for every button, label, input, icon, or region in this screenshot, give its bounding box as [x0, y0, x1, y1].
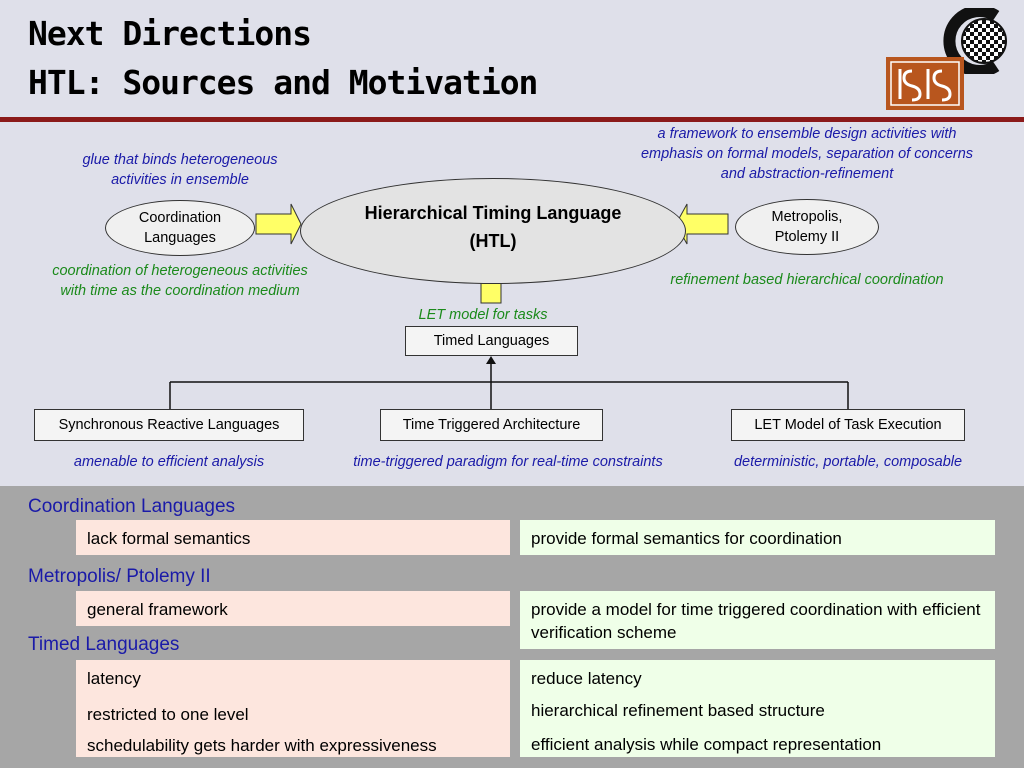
section-heading-metropolis: Metropolis/ Ptolemy II — [28, 566, 211, 587]
note-framework: a framework to ensemble design activitie… — [598, 124, 1016, 184]
htl-node: Hierarchical Timing Language (HTL) — [300, 178, 686, 284]
title-divider — [0, 117, 1024, 122]
coordination-line-1: Coordination — [138, 210, 222, 226]
note-coordination-line-1: coordination of heterogeneous activities — [52, 263, 308, 279]
note-glue: glue that binds heterogeneous activities… — [40, 150, 320, 190]
note-coordination-line-2: with time as the coordination medium — [60, 283, 300, 299]
timed-languages-box: Timed Languages — [405, 326, 578, 356]
section-heading-timed: Timed Languages — [28, 634, 180, 655]
note-coordination-medium: coordination of heterogeneous activities… — [20, 261, 340, 301]
right-arrow-icon — [255, 203, 302, 245]
row-3-benefit: reduce latency — [520, 660, 995, 695]
row-2-limitation: general framework — [76, 591, 510, 626]
row-4-5-limitation-box: restricted to one level schedulability g… — [76, 695, 510, 757]
row-5-limitation: schedulability gets harder with expressi… — [87, 736, 437, 755]
slide-title-line-1: Next Directions — [28, 14, 312, 53]
row-1-limitation: lack formal semantics — [76, 520, 510, 555]
metropolis-line-2: Ptolemy II — [774, 229, 840, 245]
section-heading-coordination: Coordination Languages — [28, 496, 236, 517]
note-let-tasks: LET model for tasks — [418, 307, 548, 323]
note-amenable: amenable to efficient analysis — [73, 454, 265, 470]
slide-title-line-2: HTL: Sources and Motivation — [28, 63, 538, 102]
metropolis-line-1: Metropolis, — [771, 209, 843, 225]
row-4-limitation: restricted to one level — [87, 705, 249, 724]
metropolis-ptolemy-node: Metropolis, Ptolemy II — [735, 199, 879, 255]
tree-arrowhead-icon — [486, 356, 496, 364]
time-triggered-box: Time Triggered Architecture — [380, 409, 603, 441]
row-5-benefit: efficient analysis while compact represe… — [531, 735, 882, 754]
synchronous-reactive-box: Synchronous Reactive Languages — [34, 409, 304, 441]
coordination-languages-node: Coordination Languages — [105, 200, 255, 256]
row-4-benefit: hierarchical refinement based structure — [531, 701, 825, 720]
htl-title-line-1: Hierarchical Timing Language — [364, 203, 622, 223]
coordination-line-2: Languages — [144, 230, 216, 246]
note-glue-line-2: activities in ensemble — [111, 172, 249, 188]
note-glue-line-1: glue that binds heterogeneous — [82, 152, 278, 168]
let-model-box: LET Model of Task Execution — [731, 409, 965, 441]
note-framework-line-2: emphasis on formal models, separation of… — [640, 146, 974, 162]
row-3-limitation: latency — [76, 660, 510, 695]
row-1-benefit: provide formal semantics for coordinatio… — [520, 520, 995, 555]
note-deterministic: deterministic, portable, composable — [733, 454, 963, 470]
note-refinement: refinement based hierarchical coordinati… — [670, 272, 944, 288]
note-tt-paradigm: time-triggered paradigm for real-time co… — [353, 454, 663, 470]
note-framework-line-1: a framework to ensemble design activitie… — [657, 126, 957, 142]
row-2-benefit: provide a model for time triggered coord… — [520, 591, 995, 649]
note-framework-line-3: and abstraction-refinement — [720, 166, 894, 182]
htl-title-line-2: (HTL) — [469, 231, 517, 251]
isis-logo-icon — [886, 57, 964, 110]
row-4-5-benefit-box: hierarchical refinement based structure … — [520, 693, 995, 757]
checkered-c-logo-icon — [943, 8, 1007, 74]
